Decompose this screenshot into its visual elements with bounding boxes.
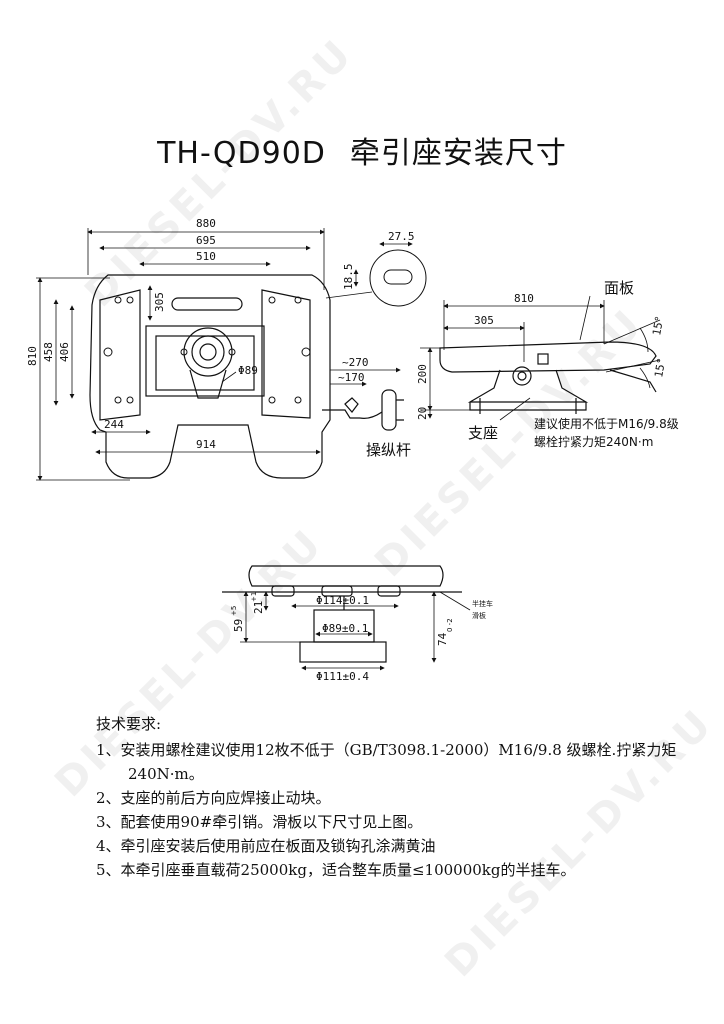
title-text: 牵引座安装尺寸 <box>349 136 567 171</box>
dim-59-tolerance: +5 <box>230 606 238 616</box>
dim-170: ~170 <box>338 371 365 384</box>
dim-270: ~270 <box>342 356 369 369</box>
dim-18-5: 18.5 <box>342 264 355 291</box>
dim-27-5: 27.5 <box>388 230 415 243</box>
dim-phi111: Φ111±0.4 <box>316 670 369 683</box>
dim-59: 59 <box>232 619 245 632</box>
dim-810-top: 810 <box>26 346 39 366</box>
slide-label-1: 半挂车 <box>472 599 493 608</box>
requirement-item: 3、配套使用90#牵引销。滑板以下尺寸见上图。 <box>96 813 423 831</box>
dim-21: 21 <box>252 601 265 614</box>
dim-810-side: 810 <box>514 292 534 305</box>
slot-detail <box>325 241 427 307</box>
dim-880: 880 <box>196 217 216 230</box>
dim-458: 458 <box>42 342 55 362</box>
dim-200: 200 <box>416 364 429 384</box>
requirement-item: 4、牵引座安装后使用前应在板面及锁钩孔涂满黄油 <box>96 837 436 855</box>
requirement-item: 1、安装用螺栓建议使用12枚不低于（GB/T3098.1-2000）M16/9.… <box>96 741 677 783</box>
top-view <box>89 274 404 479</box>
dim-305-side: 305 <box>474 314 494 327</box>
model-number: TH-QD90D <box>157 136 326 171</box>
dim-510: 510 <box>196 250 216 263</box>
dim-20: 20 <box>416 407 429 420</box>
page-title: TH-QD90D 牵引座安装尺寸 <box>0 128 724 172</box>
dim-914: 914 <box>196 438 216 451</box>
dim-74: 74 <box>436 632 449 646</box>
dim-15-deg-b: 15° <box>652 357 668 379</box>
bolt-note-line-1: 建议使用不低于M16/9.8级 <box>534 416 679 431</box>
dim-695: 695 <box>196 234 216 247</box>
side-view <box>439 341 657 414</box>
requirements-heading: 技术要求: <box>96 715 162 733</box>
dim-15-deg-a: 15° <box>650 315 666 337</box>
bottom-view <box>222 565 462 663</box>
plate-label: 面板 <box>604 279 634 297</box>
technical-requirements: 技术要求: 1、安装用螺栓建议使用12枚不低于（GB/T3098.1-2000）… <box>96 712 696 882</box>
dim-phi114: Φ114±0.1 <box>316 594 369 607</box>
dim-phi89-bottom: Φ89±0.1 <box>322 622 368 635</box>
slide-label-2: 滑板 <box>472 611 486 620</box>
dim-phi89: Φ89 <box>238 364 258 377</box>
requirement-item: 2、支座的前后方向应焊接止动块。 <box>96 789 331 807</box>
dim-74-tolerance: 0 -2 <box>446 618 454 632</box>
requirement-item: 5、本牵引座垂直载荷25000kg，适合整车质量≤100000kg的半挂车。 <box>96 861 576 879</box>
dim-406: 406 <box>58 342 71 362</box>
dim-21-tolerance: +1 <box>250 592 258 602</box>
support-label: 支座 <box>468 424 498 442</box>
lever-label: 操纵杆 <box>366 441 411 459</box>
dim-305-top: 305 <box>153 292 166 312</box>
bolt-note-line-2: 螺栓拧紧力矩240N·m <box>534 434 653 449</box>
dim-244: 244 <box>104 418 124 431</box>
